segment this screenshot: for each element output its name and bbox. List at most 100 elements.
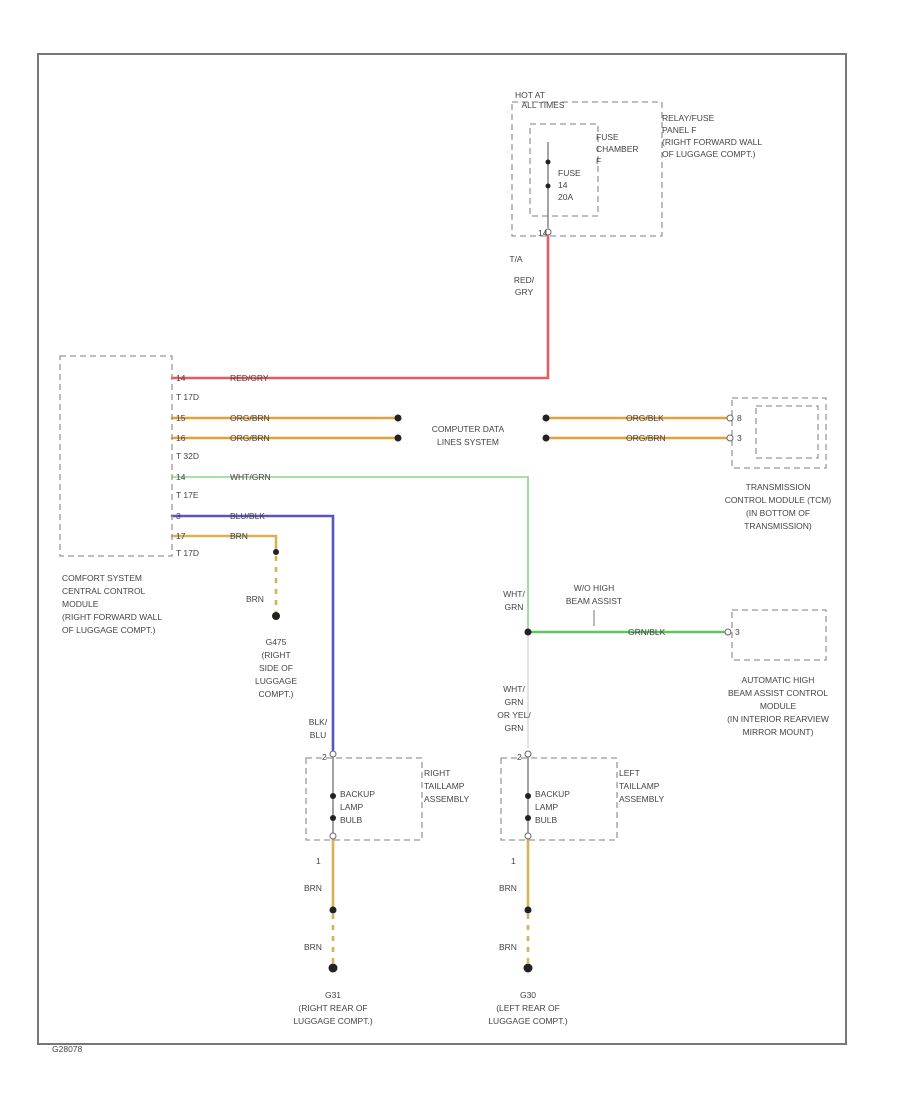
connector-dot <box>542 414 550 422</box>
wires <box>170 234 730 964</box>
left-feed-label: OR YEL/ <box>497 710 531 720</box>
bulb-line: BULB <box>535 815 558 825</box>
bulb-line: BACKUP <box>535 789 570 799</box>
comfort-module-line: COMFORT SYSTEM <box>62 573 142 583</box>
comfort-module-box <box>59 355 173 557</box>
pin-number: 15 <box>176 413 186 423</box>
assembly-line: TAILLAMP <box>424 781 465 791</box>
comfort-module-line: MODULE <box>62 599 99 609</box>
splice-dot <box>524 628 532 636</box>
hba-right-label: GRN/BLK <box>628 627 666 637</box>
left-taillamp-box <box>500 757 618 841</box>
hba-branch-label: W/O HIGH <box>574 583 615 593</box>
pin-number: 17 <box>176 531 186 541</box>
pin-number: 14 <box>176 373 186 383</box>
relay-fuse-panel: HOT AT ALL TIMES RELAY/FUSE PANEL F (RIG… <box>509 90 762 297</box>
pin-number: 16 <box>176 433 186 443</box>
tcm-pin <box>726 434 734 442</box>
splice-dot <box>329 906 337 914</box>
right-taillamp-box <box>305 757 423 841</box>
bulb-line: BULB <box>340 815 363 825</box>
fuse-chamber-line: FUSE <box>596 132 619 142</box>
fuse-terminal <box>545 159 551 165</box>
hba-wire-label: GRN <box>505 602 524 612</box>
ground-g475: BRN G475 (RIGHT SIDE OF LUGGAGE COMPT.) <box>246 549 297 699</box>
tcm-line: TRANSMISSION) <box>744 521 812 531</box>
hba-module-line: MODULE <box>760 701 797 711</box>
left-taillamp-assembly: 2 BACKUP LAMP BULB LEFT TAILLAMP ASSEMBL… <box>488 750 665 1026</box>
ground-line: COMPT.) <box>259 689 294 699</box>
splice-dot <box>273 549 279 555</box>
assembly-line: TAILLAMP <box>619 781 660 791</box>
fuse-wire-label: RED/ <box>514 275 535 285</box>
pin-number: 2 <box>322 752 327 762</box>
connector-label: T 32D <box>176 451 199 461</box>
wire-label: ORG/BLK <box>626 413 664 423</box>
connector-dot <box>394 414 402 422</box>
tcm-box <box>731 397 827 469</box>
right-taillamp-assembly: BLK/ BLU 2 BACKUP LAMP BULB RIGHT TAILLA… <box>293 717 469 1026</box>
wire-wht-grn <box>171 476 529 633</box>
tcm-inner-box <box>755 405 819 459</box>
tcm-pin <box>726 414 734 422</box>
assembly-line: ASSEMBLY <box>424 794 470 804</box>
fuse-chamber-line: F <box>596 156 601 166</box>
connector-dot <box>542 434 550 442</box>
fuse-panel-line: RELAY/FUSE <box>662 113 715 123</box>
bulb-pin <box>329 750 337 758</box>
fuse-line: 20A <box>558 192 573 202</box>
fuse-wire-label: GRY <box>515 287 534 297</box>
assembly-line: RIGHT <box>424 768 450 778</box>
splice-dot <box>524 906 532 914</box>
bulb-terminal <box>525 815 531 821</box>
pin-number: 1 <box>316 856 321 866</box>
computer-data-lines: COMPUTER DATA LINES SYSTEM ORG/BLK ORG/B… <box>394 413 666 447</box>
hot-at-label: HOT AT <box>515 90 545 100</box>
fuse-chamber-line: CHAMBER <box>596 144 639 154</box>
wire-label: RED/GRY <box>230 373 269 383</box>
all-times-label: ALL TIMES <box>522 100 565 110</box>
connector-dot <box>394 434 402 442</box>
ground-dot <box>328 963 338 973</box>
left-feed-label: GRN <box>505 697 524 707</box>
hba-module-line: MIRROR MOUNT) <box>743 727 814 737</box>
fuse-pin-number: 14 <box>538 228 548 238</box>
fuse-pin-label: T/A <box>509 254 523 264</box>
fuse-panel-line: (RIGHT FORWARD WALL <box>662 137 762 147</box>
ground-dot <box>523 963 533 973</box>
ground-line: (RIGHT REAR OF <box>298 1003 367 1013</box>
wire-label: BRN <box>230 531 248 541</box>
comfort-system-module: COMFORT SYSTEM CENTRAL CONTROL MODULE (R… <box>59 355 271 635</box>
tcm-line: TRANSMISSION <box>746 482 811 492</box>
bulb-line: LAMP <box>340 802 363 812</box>
ground-line: LUGGAGE COMPT.) <box>488 1016 568 1026</box>
hba-module-line: AUTOMATIC HIGH <box>742 675 815 685</box>
ground-line: (LEFT REAR OF <box>496 1003 560 1013</box>
wire-label: BLU/BLK <box>230 511 265 521</box>
figure-id: G28078 <box>52 1044 83 1054</box>
ground-line: SIDE OF <box>259 663 293 673</box>
left-feed-label: GRN <box>505 723 524 733</box>
high-beam-assist: WHT/ GRN W/O HIGH BEAM ASSIST GRN/BLK 3 … <box>497 583 829 737</box>
hba-wire-label: WHT/ <box>503 589 525 599</box>
ground-line: G475 <box>266 637 287 647</box>
bulb-pin <box>329 832 337 840</box>
bulb-line: BACKUP <box>340 789 375 799</box>
wire-label: ORG/BRN <box>230 413 270 423</box>
ground-line: LUGGAGE <box>255 676 297 686</box>
data-lines-label: LINES SYSTEM <box>437 437 499 447</box>
comfort-module-line: (RIGHT FORWARD WALL <box>62 612 162 622</box>
hba-module-line: (IN INTERIOR REARVIEW <box>727 714 829 724</box>
comfort-module-line: OF LUGGAGE COMPT.) <box>62 625 156 635</box>
tcm-pin-number: 3 <box>737 433 742 443</box>
comfort-module-line: CENTRAL CONTROL <box>62 586 146 596</box>
ground-wire-label: BRN <box>246 594 264 604</box>
bulb-terminal <box>330 793 336 799</box>
pin-number: 3 <box>176 511 181 521</box>
bulb-terminal <box>330 815 336 821</box>
fuse-terminal <box>545 183 551 189</box>
wire-label: BRN <box>499 883 517 893</box>
right-wire-label: BLK/ <box>309 717 328 727</box>
wire-red-gry <box>170 234 550 380</box>
